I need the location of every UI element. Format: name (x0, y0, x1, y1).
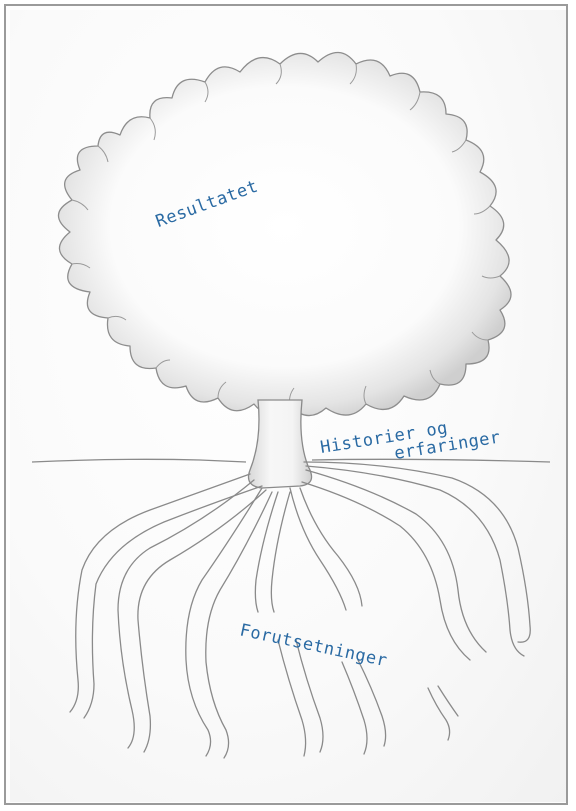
tree-crown (58, 52, 511, 415)
tree-roots (70, 462, 530, 758)
